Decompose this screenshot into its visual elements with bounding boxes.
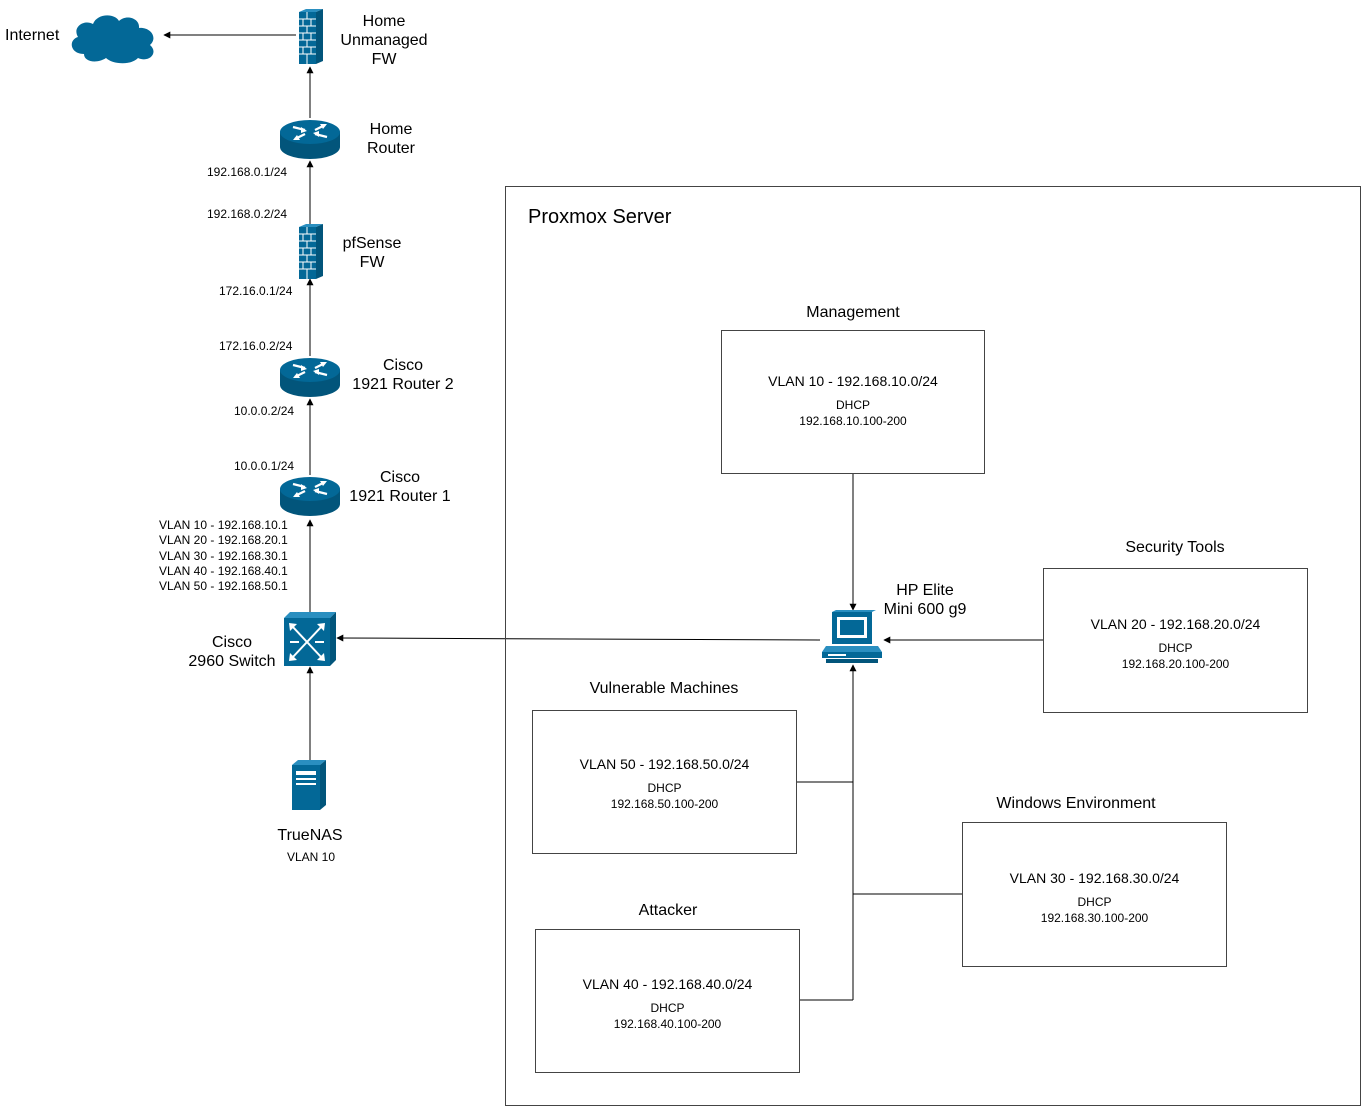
firewall-icon bbox=[299, 224, 323, 279]
dhcp-label: DHCP bbox=[835, 398, 870, 412]
proxmox-server-title: Proxmox Server bbox=[528, 206, 672, 228]
cloud-icon bbox=[71, 15, 154, 64]
router1-vlan-gateways: VLAN 10 - 192.168.10.1 VLAN 20 - 192.168… bbox=[159, 518, 288, 594]
group-title-management: Management bbox=[806, 304, 900, 321]
pc-icon bbox=[822, 610, 882, 663]
pfsense-lan-ip: 172.16.0.1/24 bbox=[219, 284, 293, 298]
vlan-box-windows-environment: VLAN 30 - 192.168.30.0/24 DHCP 192.168.3… bbox=[962, 822, 1227, 967]
dhcp-label: DHCP bbox=[647, 781, 682, 795]
dhcp-range: 192.168.10.100-200 bbox=[799, 414, 907, 428]
dhcp-label: DHCP bbox=[1077, 895, 1112, 909]
truenas-label: TrueNAS bbox=[277, 827, 343, 844]
group-title-attacker: Attacker bbox=[638, 902, 698, 919]
vlan-box-vulnerable-machines: VLAN 50 - 192.168.50.0/24 DHCP 192.168.5… bbox=[532, 710, 797, 854]
router-icon bbox=[280, 477, 340, 516]
internet-label: Internet bbox=[5, 27, 60, 44]
firewall-icon bbox=[299, 9, 323, 64]
dhcp-label: DHCP bbox=[650, 1001, 685, 1015]
vlan-box-management: VLAN 10 - 192.168.10.0/24 DHCP 192.168.1… bbox=[721, 330, 985, 474]
truenas-vlan: VLAN 10 bbox=[286, 850, 336, 864]
dhcp-label: DHCP bbox=[1158, 641, 1193, 655]
router-icon bbox=[280, 358, 340, 397]
router2-wan-ip: 172.16.0.2/24 bbox=[219, 339, 293, 353]
vlan-gateway: VLAN 20 - 192.168.20.1 bbox=[159, 533, 288, 548]
vlan-gateway: VLAN 10 - 192.168.10.1 bbox=[159, 518, 288, 532]
dhcp-range: 192.168.30.100-200 bbox=[1040, 911, 1149, 925]
home-router-ip: 192.168.0.1/24 bbox=[207, 165, 288, 179]
link-host-switch bbox=[336, 634, 821, 642]
vlan-network: VLAN 40 - 192.168.40.0/24 bbox=[582, 976, 753, 992]
vlan-network: VLAN 10 - 192.168.10.0/24 bbox=[768, 373, 938, 389]
vlan-gateway: VLAN 50 - 192.168.50.1 bbox=[159, 579, 288, 594]
vlan-box-security-tools: VLAN 20 - 192.168.20.0/24 DHCP 192.168.2… bbox=[1043, 568, 1308, 713]
vlan-box-attacker: VLAN 40 - 192.168.40.0/24 DHCP 192.168.4… bbox=[535, 929, 800, 1073]
switch-icon bbox=[284, 612, 336, 666]
vlan-network: VLAN 50 - 192.168.50.0/24 bbox=[579, 756, 750, 772]
vlan-network: VLAN 30 - 192.168.30.0/24 bbox=[1009, 870, 1180, 886]
router-icon bbox=[280, 120, 340, 159]
vlan-gateway: VLAN 40 - 192.168.40.1 bbox=[159, 563, 288, 578]
dhcp-range: 192.168.50.100-200 bbox=[610, 797, 719, 811]
vlan-network: VLAN 20 - 192.168.20.0/24 bbox=[1090, 616, 1261, 632]
pfsense-wan-ip: 192.168.0.2/24 bbox=[207, 207, 288, 221]
group-title-vulnerable-machines: Vulnerable Machines bbox=[589, 680, 739, 697]
vlan-gateway: VLAN 30 - 192.168.30.1 bbox=[159, 548, 288, 563]
group-title-security-tools: Security Tools bbox=[1125, 539, 1225, 556]
router1-wan-ip: 10.0.0.1/24 bbox=[234, 459, 295, 473]
server-icon bbox=[292, 760, 326, 810]
dhcp-range: 192.168.40.100-200 bbox=[613, 1017, 722, 1031]
proxmox-server-container bbox=[505, 186, 1361, 1106]
group-title-windows-environment: Windows Environment bbox=[996, 795, 1156, 812]
dhcp-range: 192.168.20.100-200 bbox=[1121, 657, 1230, 671]
router2-lan-ip: 10.0.0.2/24 bbox=[234, 404, 295, 418]
